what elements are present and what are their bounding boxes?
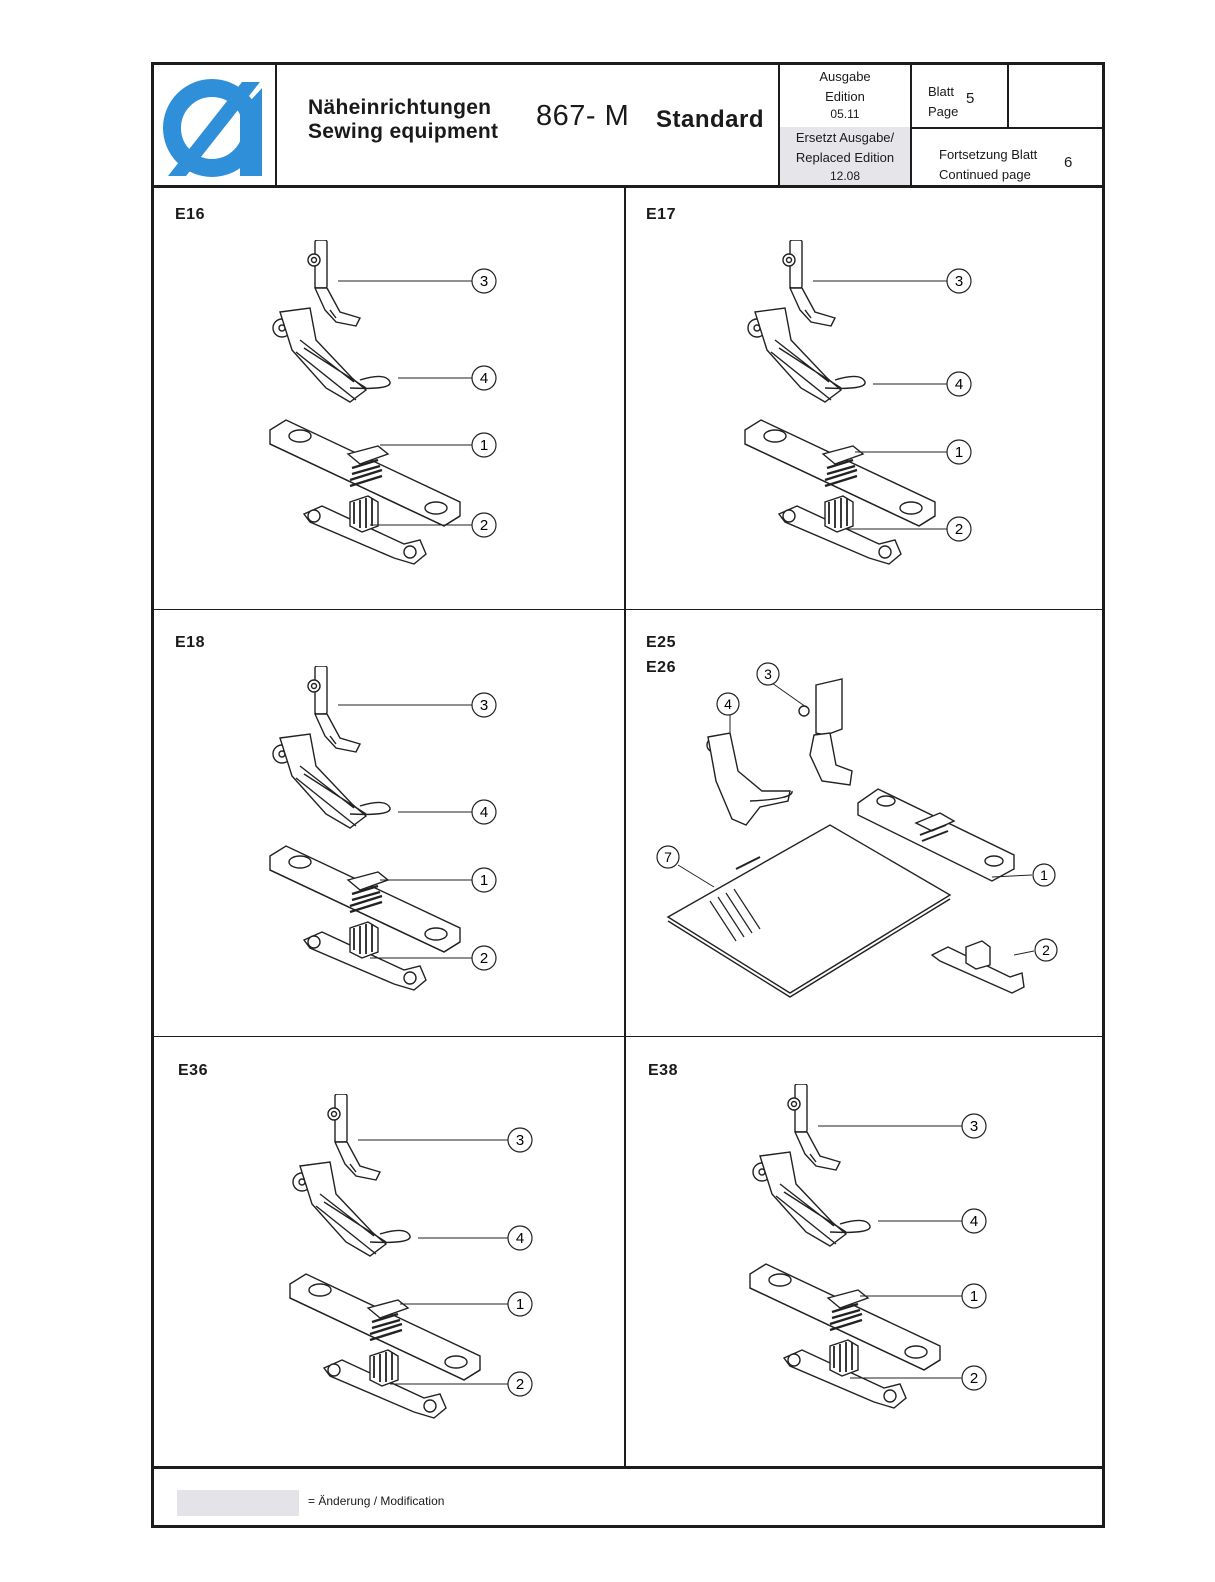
callout-2: 2 <box>480 950 488 967</box>
callout-1: 1 <box>480 872 488 889</box>
row-divider-1 <box>151 609 1105 610</box>
continued-page-number: 6 <box>1064 154 1072 171</box>
section-label-e38: E38 <box>648 1062 678 1080</box>
callout-4: 4 <box>955 376 963 393</box>
parts-drawing-e18: 3 4 1 2 <box>260 666 510 1006</box>
callout-3: 3 <box>955 273 963 290</box>
modification-legend: = Änderung / Modification <box>308 1494 444 1508</box>
section-label-e16: E16 <box>175 206 205 224</box>
footer-divider <box>151 1466 1105 1469</box>
parts-drawing-e25-e26: 3 4 7 1 2 <box>650 655 1080 1015</box>
parts-drawing-e36: 3 4 1 2 <box>280 1094 550 1434</box>
edition-value: 05.11 <box>780 107 910 121</box>
callout-4: 4 <box>480 804 488 821</box>
callout-4: 4 <box>724 696 732 712</box>
page-label-en: Page <box>928 104 958 119</box>
continued-label-en: Continued page <box>939 167 1031 182</box>
model-number: 867- M <box>536 100 629 133</box>
variant-label: Standard <box>656 106 764 134</box>
header-divider <box>151 185 1105 188</box>
callout-3: 3 <box>516 1132 524 1149</box>
title-de: Näheinrichtungen <box>308 96 491 120</box>
parts-drawing-e16: 3 4 1 2 <box>260 240 510 580</box>
modification-swatch <box>177 1490 299 1516</box>
callout-2: 2 <box>955 521 963 538</box>
page-box-divider <box>1007 62 1009 128</box>
replaced-label-en: Replaced Edition <box>780 150 910 165</box>
title-en: Sewing equipment <box>308 120 498 144</box>
callout-3: 3 <box>480 697 488 714</box>
row-divider-2 <box>151 1036 1105 1037</box>
edition-label-de: Ausgabe <box>780 69 910 84</box>
callout-2: 2 <box>480 517 488 534</box>
section-label-e36: E36 <box>178 1062 208 1080</box>
callout-3: 3 <box>764 666 772 682</box>
callout-2: 2 <box>516 1376 524 1393</box>
callout-1: 1 <box>955 444 963 461</box>
page-label-de: Blatt <box>928 84 954 99</box>
continued-label-de: Fortsetzung Blatt <box>939 147 1037 162</box>
callout-7: 7 <box>664 849 672 865</box>
section-label-e17: E17 <box>646 206 676 224</box>
callout-1: 1 <box>1040 867 1048 883</box>
section-label-e25: E25 <box>646 634 676 652</box>
callout-2: 2 <box>1042 942 1050 958</box>
section-label-e18: E18 <box>175 634 205 652</box>
callout-1: 1 <box>516 1296 524 1313</box>
callout-3: 3 <box>970 1118 978 1135</box>
page-number: 5 <box>966 90 974 107</box>
duerkopp-logo-icon <box>160 72 278 180</box>
replaced-label-de: Ersetzt Ausgabe/ <box>780 130 910 145</box>
column-divider <box>624 188 626 1468</box>
callout-1: 1 <box>480 437 488 454</box>
callout-1: 1 <box>970 1288 978 1305</box>
callout-4: 4 <box>480 370 488 387</box>
callout-4: 4 <box>516 1230 524 1247</box>
replaced-value: 12.08 <box>780 169 910 183</box>
parts-drawing-e38: 3 4 1 2 <box>740 1084 1000 1424</box>
edition-label-en: Edition <box>780 89 910 104</box>
callout-3: 3 <box>480 273 488 290</box>
page-row-divider <box>910 127 1105 129</box>
page-divider <box>910 62 912 188</box>
callout-4: 4 <box>970 1213 978 1230</box>
callout-2: 2 <box>970 1370 978 1387</box>
parts-drawing-e17: 3 4 1 2 <box>735 240 985 580</box>
